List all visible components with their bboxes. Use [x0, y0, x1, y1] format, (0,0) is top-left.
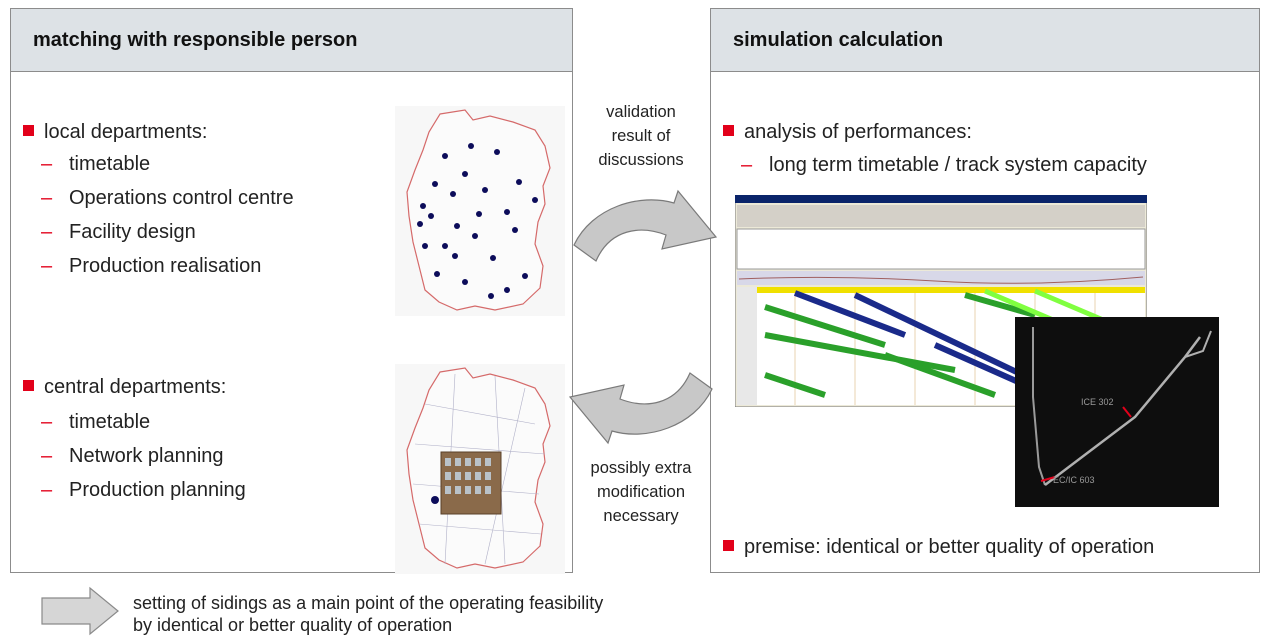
local-item-production-realisation: –Production realisation [41, 255, 262, 277]
ice-302-label: ICE 302 [1081, 397, 1114, 407]
central-item-network-planning: –Network planning [41, 445, 224, 467]
right-panel-header: simulation calculation [711, 9, 1259, 72]
footer-arrow-icon [41, 586, 119, 636]
analysis-item-capacity: –long term timetable / track system capa… [741, 154, 1147, 176]
curved-arrow-left-icon [568, 372, 713, 445]
bullet-square-icon [23, 380, 34, 391]
bullet-square-icon [723, 125, 734, 136]
premise-text: premise: identical or better quality of … [723, 536, 1154, 559]
ecic-603-label: EC/IC 603 [1053, 475, 1095, 485]
local-item-operations-control: –Operations control centre [41, 187, 294, 209]
modification-text: possibly extra modification necessary [590, 459, 692, 525]
central-item-timetable: –timetable [41, 411, 151, 433]
central-item-production-planning: –Production planning [41, 479, 246, 501]
local-item-timetable: –timetable [41, 153, 151, 175]
analysis-heading: analysis of performances: [723, 121, 972, 144]
curved-arrow-right-icon [573, 189, 718, 262]
validation-text: validation result of discussions [598, 103, 684, 169]
local-item-facility-design: –Facility design [41, 221, 196, 243]
left-panel: matching with responsible person local d… [10, 8, 573, 574]
track-overlay-image: ICE 302 EC/IC 603 [1015, 317, 1219, 507]
central-departments-heading: central departments: [23, 376, 226, 399]
right-panel: simulation calculation analysis of perfo… [710, 8, 1260, 573]
bullet-square-icon [723, 540, 734, 551]
germany-map-local [395, 106, 565, 316]
right-panel-title: simulation calculation [733, 29, 944, 51]
germany-map-central [395, 364, 565, 574]
left-panel-title: matching with responsible person [33, 29, 358, 51]
left-panel-header: matching with responsible person [11, 9, 572, 72]
local-departments-heading: local departments: [23, 121, 207, 144]
footer-text: setting of sidings as a main point of th… [133, 593, 604, 635]
bullet-square-icon [23, 125, 34, 136]
